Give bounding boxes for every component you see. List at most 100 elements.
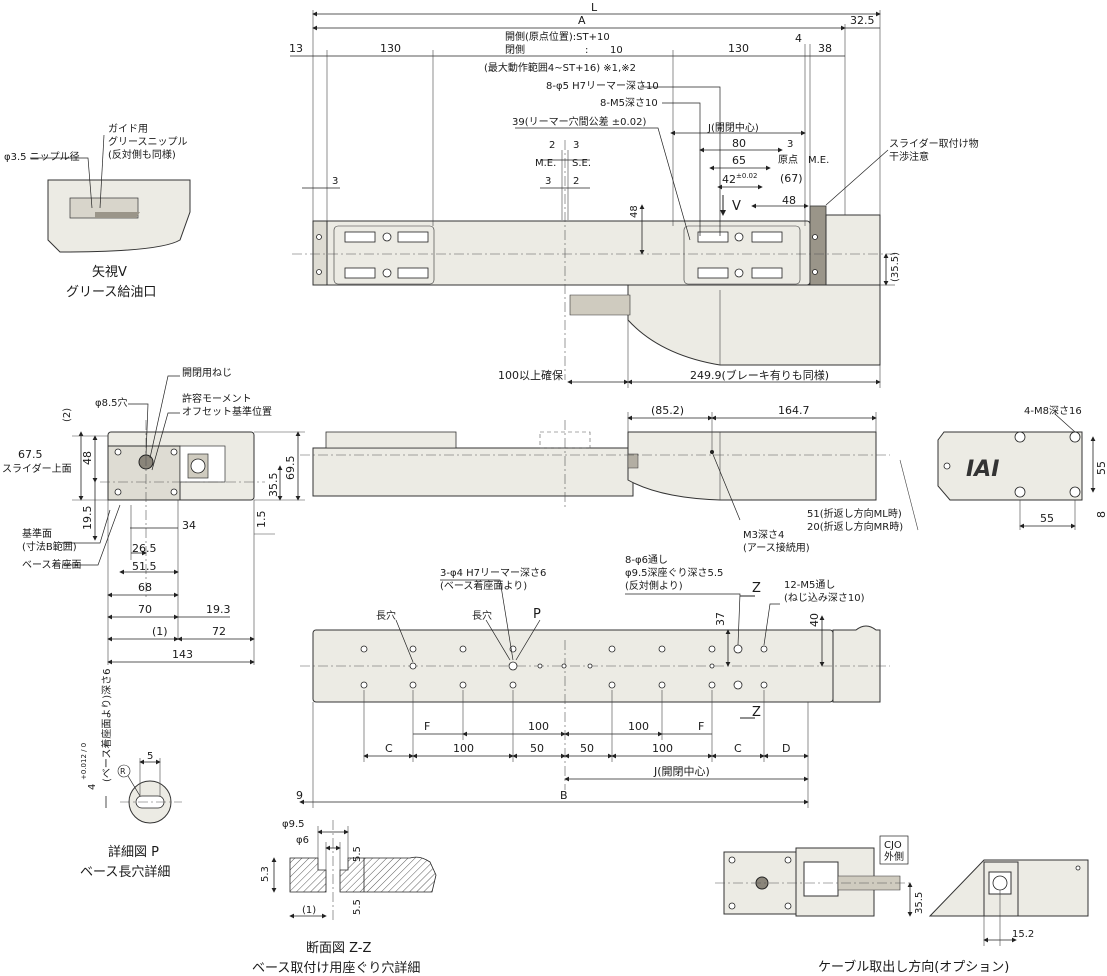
cjo-label: CJO bbox=[884, 840, 902, 851]
se-label: S.E. bbox=[572, 158, 591, 169]
top-view: L A 32.5 13 130 130 4 38 開側(原点位置):ST+10 … bbox=[289, 1, 979, 388]
dim-42-tol: ±0.02 bbox=[736, 172, 757, 180]
slider-note-1: スライダー取付け物 bbox=[889, 137, 979, 150]
end-view: φ8.5穴 開閉用ねじ 許容モーメント オフセット基準位置 (2) 67.5 ス… bbox=[2, 367, 305, 665]
dim-70: 70 bbox=[138, 603, 152, 616]
section-subtitle: ベース取付け用座ぐり穴詳細 bbox=[252, 960, 420, 976]
slot-mid: 長穴 bbox=[472, 609, 492, 622]
m8-note: 4-M8深さ16 bbox=[1024, 405, 1082, 417]
dim-19-5: 19.5 bbox=[81, 506, 94, 531]
dim-L: L bbox=[591, 1, 598, 14]
dim-72: 72 bbox=[212, 625, 226, 638]
dim-48-h: 48 bbox=[782, 194, 796, 207]
m5-note-2: (ねじ込み深さ10) bbox=[784, 592, 865, 604]
z-bottom: Z bbox=[752, 705, 761, 720]
reamer-note-2: (ベース着座面より) bbox=[440, 579, 527, 592]
dim-1: (1) bbox=[302, 905, 316, 916]
cable-option: CJO 外側 35.5 15.2 ケーブル取出し方向(オプション) bbox=[715, 835, 1089, 975]
dim-9: 9 bbox=[296, 789, 303, 802]
ref-range: (寸法B範囲) bbox=[22, 540, 77, 553]
hole-pattern bbox=[360, 644, 768, 690]
dim-42: 42 bbox=[722, 173, 736, 186]
phi-9-5: φ9.5 bbox=[282, 819, 305, 830]
dim-100-top-right: 100 bbox=[628, 720, 649, 733]
close-side: 閉側 bbox=[505, 43, 525, 56]
guide-note-3: (反対側も同様) bbox=[108, 148, 176, 161]
dim-A: A bbox=[578, 14, 586, 27]
dim-3b: 3 bbox=[545, 176, 551, 187]
dim-48: 48 bbox=[81, 451, 94, 465]
close-value: 10 bbox=[610, 45, 623, 56]
dim-4-tolerance: +0.012 / 0 bbox=[80, 743, 88, 780]
bottom-view: 3-φ4 H7リーマー深さ6 (ベース着座面より) 8-φ6通し φ9.5深座ぐ… bbox=[296, 554, 890, 808]
section-title: 断面図 Z-Z bbox=[306, 941, 372, 956]
dim-4: 4 bbox=[795, 32, 802, 45]
m3-note: M3深さ4 bbox=[743, 529, 784, 541]
dim-50-left: 50 bbox=[530, 742, 544, 755]
dim-34: 34 bbox=[182, 519, 196, 532]
dim-100-bot-left: 100 bbox=[453, 742, 474, 755]
dim-3-left: 3 bbox=[332, 176, 338, 187]
dim-3c: 3 bbox=[787, 139, 793, 150]
depth-note: (ベース着座面より)深さ6 bbox=[100, 669, 113, 782]
j-center-bottom: J(開閉中心) bbox=[653, 765, 710, 778]
j-center: J(開閉中心) bbox=[707, 121, 759, 134]
dim-65: 65 bbox=[732, 154, 746, 167]
dim-50-right: 50 bbox=[580, 742, 594, 755]
ref-surface: 基準面 bbox=[22, 527, 52, 540]
dim-8: 8 bbox=[1095, 511, 1107, 518]
dim-19-3: 19.3 bbox=[206, 603, 231, 616]
base-surface: ベース着座面 bbox=[22, 558, 82, 571]
dim-164-7: 164.7 bbox=[778, 404, 810, 417]
screw-label: 開閉用ねじ bbox=[182, 367, 232, 379]
dim-2b: 2 bbox=[573, 176, 579, 187]
phi-8-5: φ8.5穴 bbox=[95, 396, 128, 409]
dim-143: 143 bbox=[172, 648, 193, 661]
dim-130-right: 130 bbox=[728, 42, 749, 55]
dim-20-mr: 20(折返し方向MR時) bbox=[807, 520, 903, 533]
dim-5-5-bottom: 5.5 bbox=[352, 899, 363, 915]
me-right: M.E. bbox=[808, 155, 829, 166]
dim-5-3: 5.3 bbox=[260, 866, 271, 882]
motor-end-view: IAI 4-M8深さ16 55 55 8 bbox=[937, 405, 1107, 530]
dim-35-5: 35.5 bbox=[267, 473, 280, 498]
reamer-note: 8-φ5 H7リーマー深さ10 bbox=[546, 80, 659, 92]
dim-68: 68 bbox=[138, 581, 152, 594]
dim-130-left: 130 bbox=[380, 42, 401, 55]
dim-55-h: 55 bbox=[1040, 512, 1054, 525]
B-label: B bbox=[560, 789, 568, 802]
dim-51-ml: 51(折返し方向ML時) bbox=[807, 507, 902, 520]
dim-4: 4 bbox=[87, 784, 98, 790]
dim-80: 80 bbox=[732, 137, 746, 150]
thru-note-2: φ9.5深座ぐり深さ5.5 bbox=[625, 566, 723, 579]
dim-1-5: 1.5 bbox=[255, 511, 268, 529]
dim-40: 40 bbox=[808, 613, 821, 627]
reamer-note-1: 3-φ4 H7リーマー深さ6 bbox=[440, 567, 546, 579]
detail-p-title: 詳細図 P bbox=[108, 844, 159, 860]
m5-note: 8-M5深さ10 bbox=[600, 97, 658, 109]
dim-13: 13 bbox=[289, 42, 303, 55]
C-right: C bbox=[734, 742, 742, 755]
view-v-arrow-label: V bbox=[732, 199, 741, 214]
side-view: (85.2) 164.7 M3深さ4 (アース接続用) 51(折返し方向ML時)… bbox=[300, 404, 919, 554]
dim-100-top-left: 100 bbox=[528, 720, 549, 733]
section-zz: φ9.5 φ6 5.3 5.5 5.5 (1) 断面図 Z-Z ベース取付け用座… bbox=[252, 819, 437, 976]
dim-100-bot-right: 100 bbox=[652, 742, 673, 755]
me-left: M.E. bbox=[535, 158, 556, 169]
dim-249-9: 249.9(ブレーキ有りも同様) bbox=[690, 368, 829, 382]
r-label: R bbox=[120, 767, 126, 776]
dim-38: 38 bbox=[818, 42, 832, 55]
dim-32-5: 32.5 bbox=[850, 14, 875, 27]
earth-note: (アース接続用) bbox=[743, 541, 810, 554]
view-v-title: 矢視V bbox=[92, 265, 127, 280]
view-v-subtitle: グリース給油口 bbox=[66, 285, 156, 300]
dim-3a: 3 bbox=[573, 140, 579, 151]
F-right: F bbox=[698, 720, 704, 733]
origin-label: 原点 bbox=[778, 154, 798, 166]
detail-p-subtitle: ベース長穴詳細 bbox=[80, 864, 170, 880]
dim-100-secure: 100以上確保 bbox=[498, 368, 563, 382]
dim-5: 5 bbox=[147, 751, 153, 762]
max-range: (最大動作範囲4~ST+16) ※1,※2 bbox=[484, 61, 636, 74]
thru-note-1: 8-φ6通し bbox=[625, 554, 668, 566]
